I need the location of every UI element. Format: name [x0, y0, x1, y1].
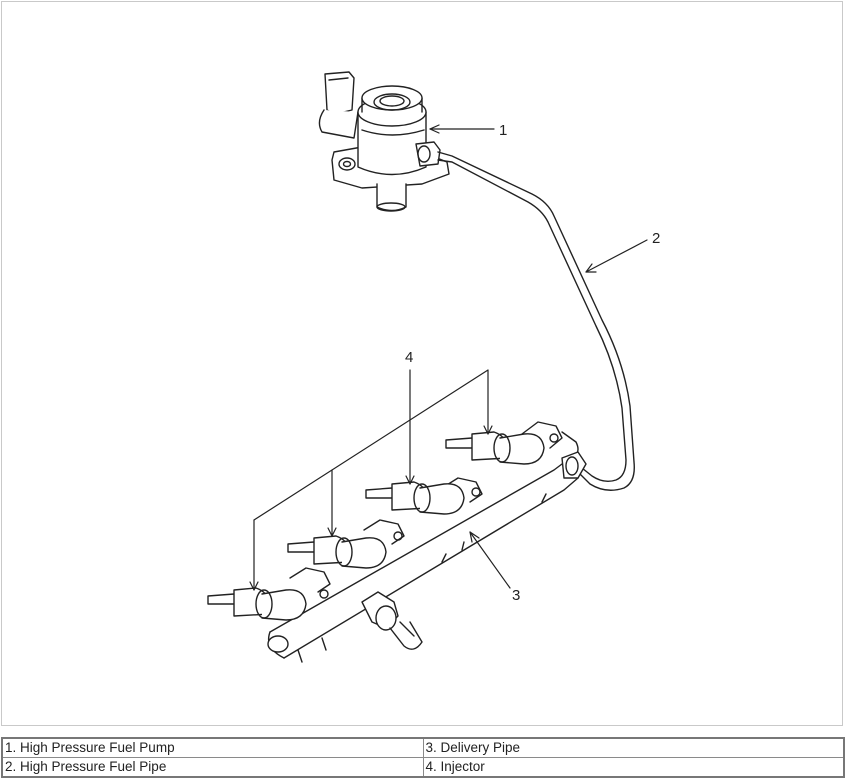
- injector-1: [207, 587, 307, 621]
- callout-1: 1: [499, 122, 507, 139]
- legend-row: 2. High Pressure Fuel Pipe 4. Injector: [1, 757, 845, 778]
- legend-cell: 1. High Pressure Fuel Pump: [1, 737, 424, 758]
- legend-cell: 2. High Pressure Fuel Pipe: [1, 757, 424, 778]
- legend-table: 1. High Pressure Fuel Pump 3. Delivery P…: [1, 737, 845, 778]
- delivery-pipe: [267, 421, 587, 663]
- fuel-system-diagram: 1 2 3 4: [207, 71, 660, 663]
- injector-2: [287, 535, 387, 569]
- legend-cell: 3. Delivery Pipe: [422, 737, 845, 758]
- callout-3: 3: [512, 587, 520, 604]
- legend-row: 1. High Pressure Fuel Pump 3. Delivery P…: [1, 737, 845, 758]
- high-pressure-fuel-pump: [318, 71, 450, 212]
- legend-cell: 4. Injector: [422, 757, 845, 778]
- injector-4: [445, 431, 545, 465]
- high-pressure-fuel-pipe: [437, 151, 635, 491]
- callout-4: 4: [405, 349, 413, 366]
- leader-lines: [249, 124, 648, 591]
- callout-2: 2: [652, 230, 660, 247]
- diagram-frame: 1 2 3 4: [1, 1, 843, 726]
- injector-3: [365, 481, 465, 515]
